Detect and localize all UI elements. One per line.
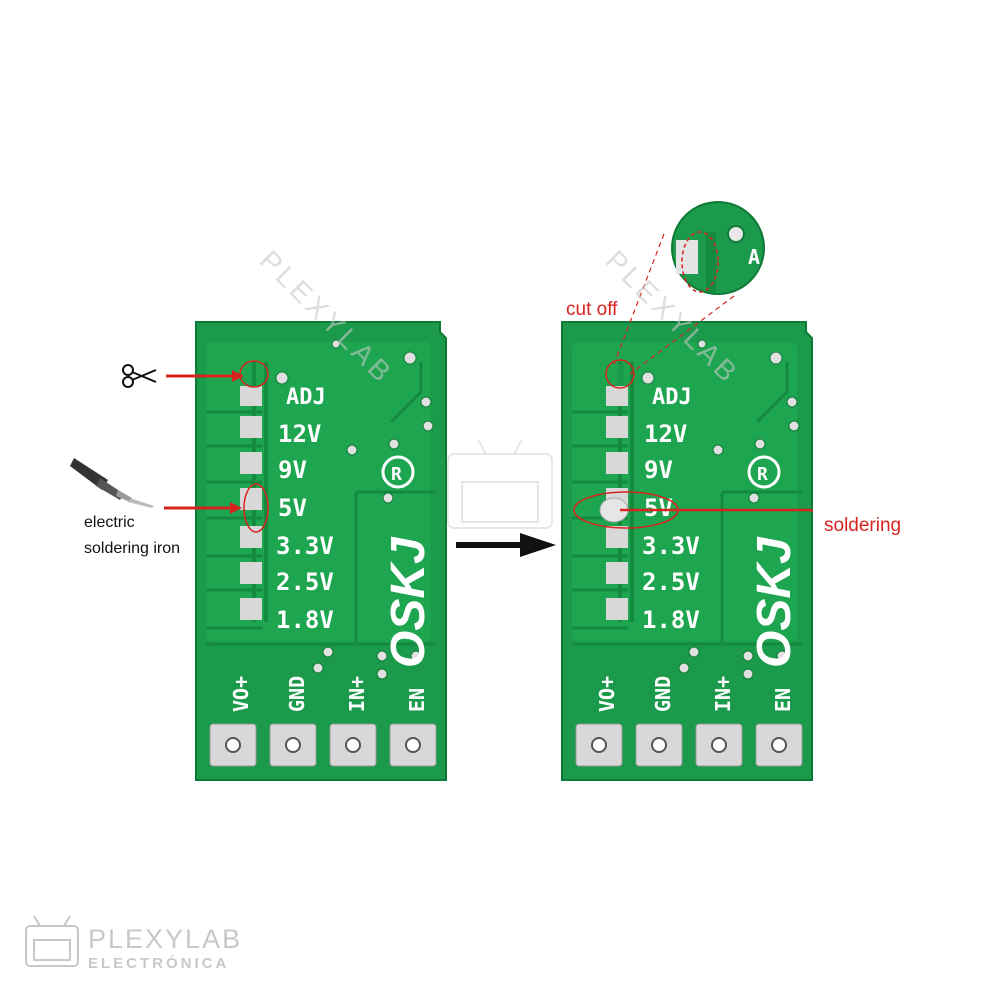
label-1v8: 1.8V <box>642 606 700 634</box>
board-after: ADJ 12V 9V 5V 3.3V 2.5V 1.8V VO+ GND IN+… <box>560 320 814 782</box>
label-12v: 12V <box>278 420 321 448</box>
zoom-letter: A <box>748 245 760 269</box>
label-2v5: 2.5V <box>642 568 700 596</box>
cut-point-circle <box>605 359 635 389</box>
cut-gap <box>618 364 624 386</box>
label-1v8: 1.8V <box>276 606 334 634</box>
plexylab-logo <box>25 915 79 967</box>
solder-arrow <box>164 502 242 514</box>
center-watermark-icon <box>447 439 553 529</box>
solder-point-circle <box>243 483 269 533</box>
label-en: EN <box>771 688 795 712</box>
registered-mark <box>747 455 781 489</box>
iron-label-line1: electric <box>84 514 135 531</box>
registered-mark <box>381 455 415 489</box>
iron-label-line2: soldering iron <box>84 540 180 557</box>
label-3v3: 3.3V <box>642 532 700 560</box>
label-in: IN+ <box>345 676 369 712</box>
label-adj: ADJ <box>652 385 692 410</box>
scissors-icon <box>122 364 157 388</box>
label-gnd: GND <box>651 676 675 712</box>
cut-arrow <box>166 370 244 382</box>
logo-text-line1: PLEXYLAB <box>88 924 242 954</box>
board-before: ADJ 12V 9V 5V 3.3V 2.5V 1.8V VO+ GND IN+… <box>194 320 448 782</box>
zoom-leader-lines <box>613 233 735 375</box>
cut-off-label: cut off <box>566 299 618 320</box>
label-9v: 9V <box>278 456 307 484</box>
brand-logo: OSKJ <box>748 536 801 668</box>
label-en: EN <box>405 688 429 712</box>
label-vout: VO+ <box>595 676 619 712</box>
soldering-label: soldering <box>824 515 901 536</box>
label-3v3: 3.3V <box>276 532 334 560</box>
label-5v: 5V <box>644 494 673 522</box>
registered-letter: R <box>757 464 768 485</box>
right-arrow-icon <box>456 533 556 557</box>
brand-logo: OSKJ <box>382 536 435 668</box>
registered-letter: R <box>391 464 402 485</box>
label-12v: 12V <box>644 420 687 448</box>
soldering-pointer <box>620 508 813 512</box>
soldering-iron-icon <box>70 458 154 508</box>
zoom-inset: A <box>671 201 765 295</box>
label-5v: 5V <box>278 494 307 522</box>
label-2v5: 2.5V <box>276 568 334 596</box>
logo-text-line2: ELECTRÓNICA <box>88 954 229 972</box>
label-9v: 9V <box>644 456 673 484</box>
label-adj: ADJ <box>286 385 326 410</box>
label-gnd: GND <box>285 676 309 712</box>
label-in: IN+ <box>711 676 735 712</box>
label-vout: VO+ <box>229 676 253 712</box>
